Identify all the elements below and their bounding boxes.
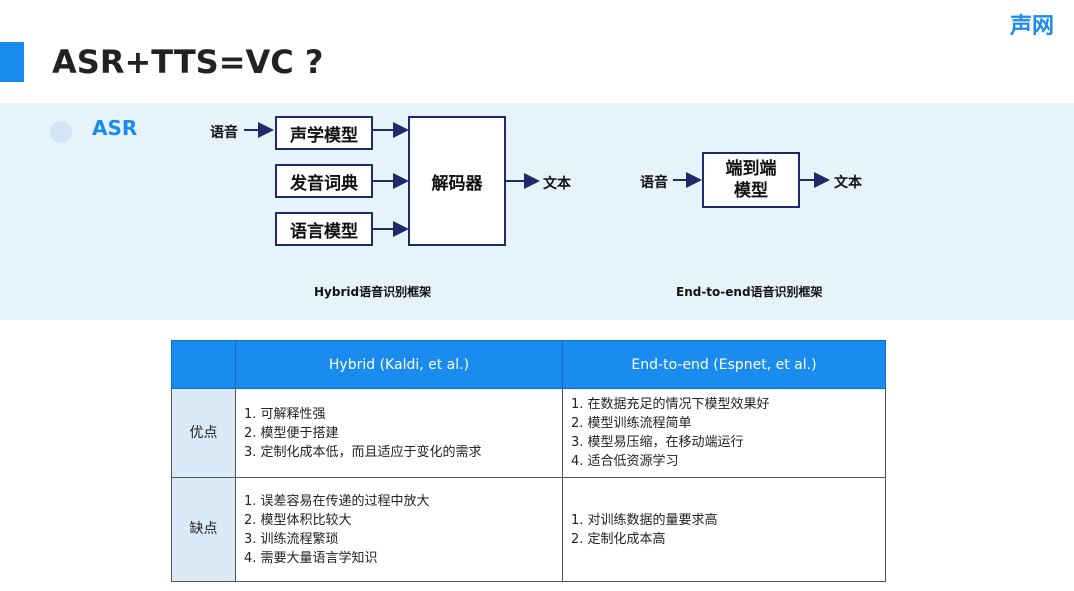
list-item: 1. 在数据充足的情况下模型效果好 xyxy=(571,397,770,412)
list-item: 4. 适合低资源学习 xyxy=(571,454,679,469)
hybrid-input-label: 语音 xyxy=(210,125,238,141)
e2e-cons-cell: 1. 对训练数据的量要求高 2. 定制化成本高 xyxy=(562,477,886,582)
hybrid-pros-cell: 1. 可解释性强 2. 模型便于搭建 3. 定制化成本低，而且适应于变化的需求 xyxy=(235,388,563,478)
brand-logo: 声网 xyxy=(1009,14,1054,39)
e2e-output-label: 文本 xyxy=(834,175,862,191)
list-item: 3. 定制化成本低，而且适应于变化的需求 xyxy=(244,444,482,460)
list-item: 2. 模型便于搭建 xyxy=(244,425,339,441)
row-label-pros: 优点 xyxy=(171,388,236,478)
list-item: 1. 对训练数据的量要求高 xyxy=(571,512,718,528)
column-header-hybrid: Hybrid (Kaldi, et al.) xyxy=(235,340,563,389)
row-label-cons: 缺点 xyxy=(171,477,236,582)
end-to-end-model-box: 端到端模型 xyxy=(702,152,800,208)
title-accent-bar xyxy=(0,42,24,82)
hybrid-output-label: 文本 xyxy=(543,176,571,192)
column-header-e2e: End-to-end (Espnet, et al.) xyxy=(562,340,886,389)
page-title: ASR+TTS=VC ? xyxy=(52,43,324,81)
list-item: 3. 训练流程繁琐 xyxy=(244,531,339,547)
pronunciation-lexicon-box: 发音词典 xyxy=(275,164,373,198)
table-row-cons: 缺点 1. 误差容易在传递的过程中放大 2. 模型体积比较大 3. 训练流程繁琐… xyxy=(171,477,886,582)
language-model-box: 语言模型 xyxy=(275,212,373,246)
e2e-pros-cell: 1. 在数据充足的情况下模型效果好 2. 模型训练流程简单 3. 模型易压缩，在… xyxy=(562,388,886,478)
table-row-pros: 优点 1. 可解释性强 2. 模型便于搭建 3. 定制化成本低，而且适应于变化的… xyxy=(171,388,886,478)
asr-section-label: ASR xyxy=(92,116,138,140)
comparison-table: Hybrid (Kaldi, et al.) End-to-end (Espne… xyxy=(171,340,886,582)
asr-diagram-panel xyxy=(0,103,1074,320)
diagrams-area: 语音 声学模型 发音词典 语言模型 解码器 文本 Hybrid语音识别框架 语音… xyxy=(0,103,1074,320)
list-item: 3. 模型易压缩，在移动端运行 xyxy=(571,435,744,450)
decoder-box: 解码器 xyxy=(408,116,506,246)
list-item: 1. 误差容易在传递的过程中放大 xyxy=(244,493,430,509)
list-item: 4. 需要大量语言学知识 xyxy=(244,550,378,566)
table-corner-cell xyxy=(171,340,236,389)
list-item: 2. 模型训练流程简单 xyxy=(571,416,692,431)
list-item: 2. 模型体积比较大 xyxy=(244,512,352,528)
e2e-input-label: 语音 xyxy=(640,175,668,191)
diagram-arrows xyxy=(244,122,830,237)
list-item: 1. 可解释性强 xyxy=(244,406,326,422)
table-header-row: Hybrid (Kaldi, et al.) End-to-end (Espne… xyxy=(171,340,886,389)
hybrid-cons-cell: 1. 误差容易在传递的过程中放大 2. 模型体积比较大 3. 训练流程繁琐 4.… xyxy=(235,477,563,582)
list-item: 2. 定制化成本高 xyxy=(571,531,666,547)
e2e-caption: End-to-end语音识别框架 xyxy=(676,285,823,299)
acoustic-model-box: 声学模型 xyxy=(275,116,373,150)
hybrid-caption: Hybrid语音识别框架 xyxy=(314,285,432,299)
section-bullet-icon xyxy=(50,121,72,143)
